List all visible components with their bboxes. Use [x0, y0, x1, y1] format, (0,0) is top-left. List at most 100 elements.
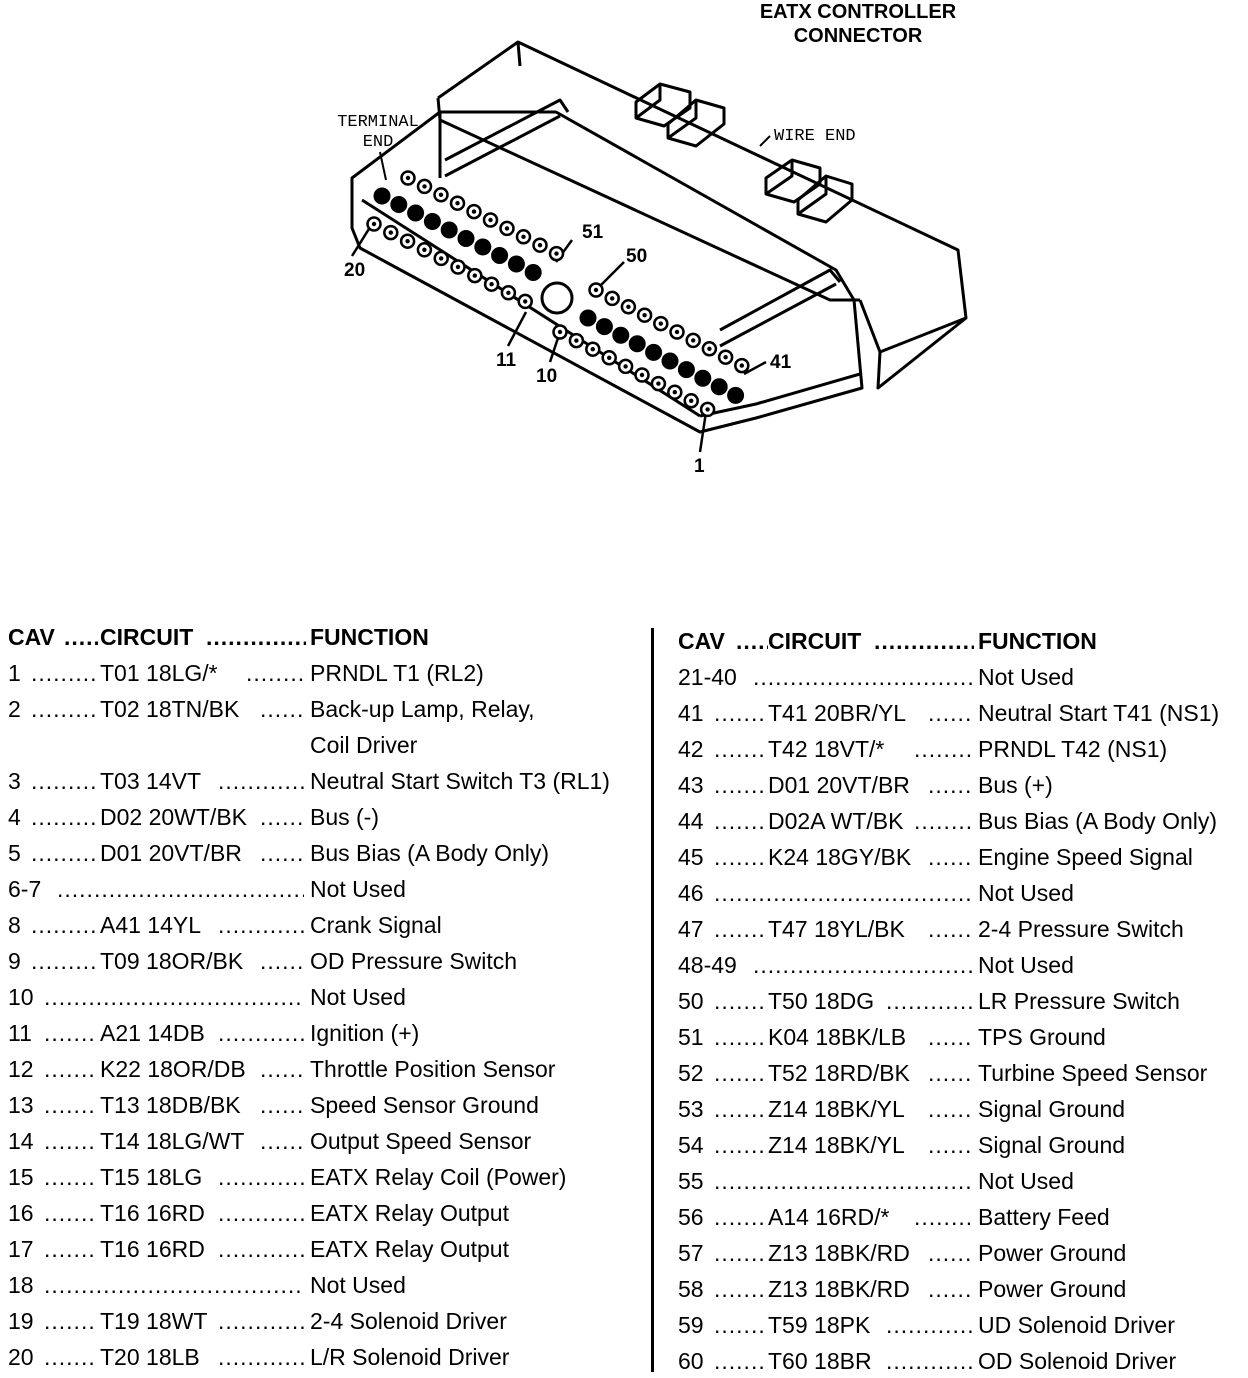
function-text: Not Used	[310, 984, 406, 1010]
function-text: Not Used	[978, 1168, 1074, 1194]
pin-center	[537, 243, 543, 248]
table-row-continuation: Coil Driver	[0, 728, 1248, 762]
pin-center	[705, 407, 710, 412]
leader-dots: ........................................…	[714, 1024, 764, 1050]
leader-dots: ........................................…	[928, 772, 972, 798]
cav-number: 20	[8, 1344, 34, 1370]
pin-filled	[423, 213, 441, 230]
circuit-code: T16 16RD	[100, 1200, 205, 1226]
cav-number: 59	[678, 1312, 704, 1338]
leader-dots: ........................................…	[874, 628, 974, 654]
pin-filled	[524, 264, 542, 281]
cav-number: 2	[8, 696, 21, 722]
circuit-code: A41 14YL	[100, 912, 202, 938]
pin-callout-41: 41	[770, 352, 792, 373]
leader-dots: ........................................…	[714, 808, 764, 834]
cav-number: 16	[8, 1200, 34, 1226]
pin-center	[658, 321, 663, 326]
function-text: OD Solenoid Driver	[978, 1348, 1177, 1374]
pin-center	[371, 221, 377, 227]
table-row: 16......................................…	[0, 1196, 1248, 1230]
function-text: Not Used	[310, 876, 406, 902]
leader-dots: ........................................…	[44, 1020, 96, 1046]
cav-number: 9	[8, 948, 21, 974]
leader-dots: ........................................…	[714, 916, 764, 942]
cav-number: 56	[678, 1204, 704, 1230]
leader-dots: ........................................…	[44, 984, 304, 1010]
leader-dots: ........................................…	[714, 844, 764, 870]
circuit-code: D02A WT/BK	[768, 808, 904, 834]
table-row: 50......................................…	[0, 984, 1248, 1018]
function-text: PRNDL T42 (NS1)	[978, 736, 1168, 762]
table-row: 15......................................…	[0, 1160, 1248, 1194]
pin-center	[388, 230, 393, 235]
circuit-code: T19 18WT	[100, 1308, 208, 1334]
circuit-code: T14 18LG/WT	[100, 1128, 245, 1154]
leader-dots: ........................................…	[44, 1308, 96, 1334]
cav-number: 13	[8, 1092, 34, 1118]
function-text: Bus (+)	[978, 772, 1053, 798]
table-row: 6-7.....................................…	[0, 872, 1248, 906]
table-row: 9.......................................…	[0, 944, 1248, 978]
function-text: Output Speed Sensor	[310, 1128, 532, 1154]
circuit-code: T42 18VT/*	[768, 736, 885, 762]
pin-center	[554, 251, 559, 256]
connector-shell-back	[437, 40, 968, 354]
leader-dots: ........................................…	[260, 948, 304, 974]
pin-center	[439, 256, 444, 261]
pin-filled	[677, 361, 695, 379]
header-function: FUNCTION	[310, 624, 429, 650]
table-row: 2.......................................…	[0, 692, 1248, 726]
pin-filled	[373, 187, 391, 205]
function-text: Neutral Start Switch T3 (RL1)	[310, 768, 610, 794]
pin-filled	[694, 369, 712, 387]
table-row: 3.......................................…	[0, 764, 1248, 798]
circuit-code: T50 18DG	[768, 988, 875, 1014]
circuit-code: T52 18RD/BK	[768, 1060, 910, 1086]
cav-number: 41	[678, 700, 704, 726]
function-text: Power Ground	[978, 1240, 1127, 1266]
leader-dots: ........................................…	[218, 1344, 304, 1370]
circuit-code: A21 14DB	[100, 1020, 205, 1046]
pin-filled	[579, 309, 597, 327]
function-text: Throttle Position Sensor	[310, 1056, 556, 1082]
circuit-code: T60 18BR	[768, 1348, 872, 1374]
leader-dots: ........................................…	[928, 1024, 972, 1050]
pin-center	[689, 398, 694, 403]
leader-dots: ........................................…	[31, 948, 96, 974]
leader-dots: ........................................…	[914, 808, 972, 834]
pin-center	[623, 364, 628, 369]
table-row: 45......................................…	[0, 840, 1248, 874]
cav-number: 47	[678, 916, 704, 942]
table-row: 48-49...................................…	[0, 948, 1248, 982]
pin-center	[557, 329, 563, 335]
leader-dots: ........................................…	[206, 624, 306, 650]
leader-dots: ........................................…	[218, 1164, 304, 1190]
function-text: EATX Relay Output	[310, 1200, 509, 1226]
leader-dots: ........................................…	[218, 912, 304, 938]
pin-filled	[491, 247, 509, 264]
leader-dots: ........................................…	[44, 1272, 304, 1298]
leader-dots: ........................................…	[886, 988, 972, 1014]
leader-dots: ........................................…	[714, 1276, 764, 1302]
table-row: 20......................................…	[0, 1340, 1248, 1374]
leader-dots: ........................................…	[218, 768, 304, 794]
function-text: EATX Relay Output	[310, 1236, 509, 1262]
table-row: 21-40...................................…	[0, 660, 1248, 694]
function-text: PRNDL T1 (RL2)	[310, 660, 484, 686]
function-text: Engine Speed Signal	[978, 844, 1193, 870]
function-text: Back-up Lamp, Relay,	[310, 696, 535, 722]
table-row: 58......................................…	[0, 1272, 1248, 1306]
function-text: TPS Ground	[978, 1024, 1106, 1050]
pin-center	[405, 175, 411, 181]
function-text: Not Used	[310, 1272, 406, 1298]
table-header: CAV.....................................…	[0, 624, 1248, 658]
pin-filled	[457, 230, 475, 247]
pin-center	[723, 355, 728, 360]
function-text: 2-4 Solenoid Driver	[310, 1308, 507, 1334]
leader-dots: ........................................…	[44, 1092, 96, 1118]
circuit-code: K24 18GY/BK	[768, 844, 912, 870]
leader-dots: ........................................…	[714, 1060, 764, 1086]
leader-dots: ........................................…	[928, 1096, 972, 1122]
leader-dots: ........................................…	[714, 988, 764, 1014]
